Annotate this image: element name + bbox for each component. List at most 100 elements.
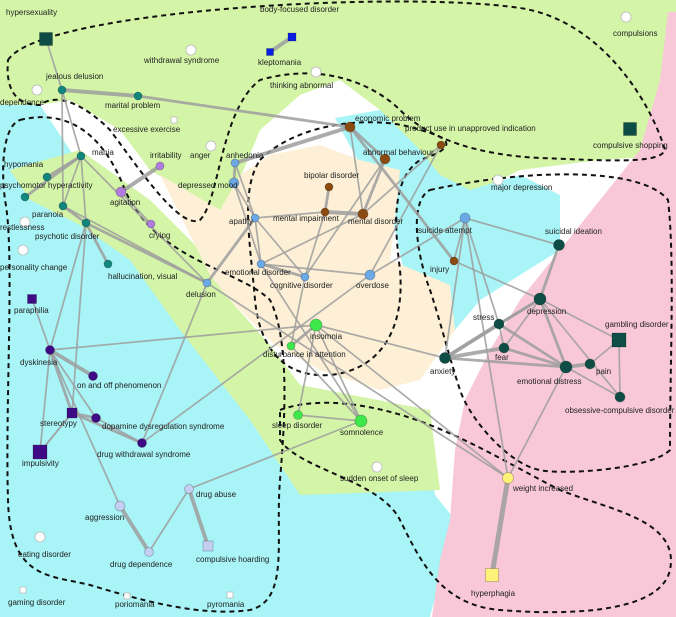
node-somnolence: somnolence: [340, 414, 384, 437]
node-label-hallucination: hallucination, visual: [108, 272, 178, 281]
edge-mania-paranoia: [62, 155, 82, 207]
node-label-abnormal-behaviour: abnormal behaviour: [363, 148, 434, 157]
node-label-on-off: on and off phenomenon: [77, 381, 161, 390]
node-marker-personality-change: [17, 244, 29, 256]
node-label-drug-abuse: drug abuse: [196, 490, 237, 499]
node-marker-withdrawal-syndrome: [185, 44, 197, 56]
edge-dyskinesia-aggression: [49, 349, 121, 507]
node-marker-compulsive-hoarding: [202, 540, 214, 552]
node-drug-dependence: drug dependence: [110, 547, 173, 569]
node-label-mental-disorder: mental disorder: [348, 217, 403, 226]
node-suicidal-ideation: suicidal ideation: [545, 227, 602, 251]
node-psychomotor: psychomotor hyperactivity: [0, 181, 92, 202]
edge-suicide_attempt-anxiety: [444, 217, 466, 359]
node-label-paranoia: paranoia: [32, 210, 64, 219]
node-marker-psychomotor: [20, 192, 30, 202]
node-marker-suicidal-ideation: [553, 239, 565, 251]
edge-dyskinesia-stereotypy: [48, 349, 74, 414]
node-label-aggression: aggression: [85, 513, 124, 522]
node-marker-suicide-attempt: [459, 212, 471, 224]
node-label-mania: mania: [92, 148, 114, 157]
node-drug-withdrawal: drug withdrawal syndrome: [97, 438, 191, 459]
node-marker-stress: [493, 318, 505, 330]
edge-anhedonia-apathy: [234, 162, 256, 219]
node-marker-psychotic-disorder: [81, 218, 91, 228]
node-paranoia: paranoia: [32, 201, 68, 219]
node-pyromania: pyromania: [207, 591, 245, 609]
node-mental-impairment: mental impairment: [273, 207, 340, 223]
node-label-thinking-abnormal: thinking abnormal: [270, 81, 333, 90]
edge-product_use-mental_disorder: [362, 144, 442, 215]
node-cognitive-disorder: cognitive disorder: [270, 272, 333, 290]
node-label-compulsions: compulsions: [613, 29, 657, 38]
node-kleptomania: kleptomania: [258, 48, 302, 67]
node-major-depression: major depression: [491, 174, 552, 192]
node-product-use: product use in unapproved indication: [405, 124, 536, 150]
node-label-depressed-mood: depressed mood: [178, 181, 238, 190]
node-label-psychotic-disorder: psychotic disorder: [35, 232, 100, 241]
edge-ocd-depression: [539, 298, 621, 398]
node-label-overdose: overdose: [356, 281, 389, 290]
edge-overdose-suicide_attempt: [369, 217, 466, 276]
edge-drug_withdrawal-delusion: [141, 282, 208, 444]
node-label-personality-change: personality change: [0, 263, 68, 272]
node-gambling-disorder: gambling disorder: [605, 320, 669, 348]
node-label-poriomania: poriomania: [115, 600, 155, 609]
node-marker-eating-disorder: [34, 531, 46, 543]
edge-suicide_attempt-suicidal_ideation: [464, 217, 560, 246]
node-label-sleep-disorder: sleep disorder: [272, 421, 323, 430]
node-label-marital-problem: marital problem: [105, 101, 160, 110]
node-marker-jealous-delusion: [57, 85, 67, 95]
edge-emotional_distress-weight_increased: [507, 366, 567, 479]
edge-paranoia-delusion: [62, 205, 208, 284]
node-economic-problem: economic problem: [344, 114, 421, 133]
edge-stereotypy-drug_withdrawal: [71, 411, 143, 445]
edge-apathy-emotional_disorder: [254, 217, 262, 265]
edge-aggression-drug_dependence: [118, 504, 151, 554]
node-depression: depression: [527, 292, 566, 316]
node-fear: fear: [495, 342, 510, 362]
node-disturbance-attention: disturbance in attention: [263, 341, 346, 359]
node-stress: stress: [473, 313, 505, 330]
edge-psychotic_disorder-stereotypy: [71, 222, 87, 414]
node-label-somnolence: somnolence: [340, 428, 384, 437]
edge-suicide_attempt-stress: [464, 217, 500, 325]
node-label-dyskinesia: dyskinesia: [20, 358, 58, 367]
node-label-delusion: delusion: [186, 290, 216, 299]
node-label-body-focused: body-focused disorder: [260, 5, 339, 14]
node-marker-irritability: [155, 161, 165, 171]
node-marker-weight-increased: [502, 472, 514, 484]
node-label-pain: pain: [596, 367, 611, 376]
node-personality-change: personality change: [0, 244, 68, 272]
edge-cognitive_disorder-disturbance_attention: [290, 276, 306, 347]
node-marker-stereotypy: [66, 407, 78, 419]
node-label-restlessness: restlessness: [0, 223, 44, 232]
node-apathy: apathy: [229, 213, 260, 226]
edge-jealous_delusion-mania: [61, 89, 82, 157]
node-marker-poriomania: [123, 592, 131, 600]
node-label-product-use: product use in unapproved indication: [405, 124, 536, 133]
node-label-compulsive-hoarding: compulsive hoarding: [196, 555, 269, 564]
edge-injury-depression: [453, 260, 541, 300]
edge-emotional_disorder-cognitive_disorder: [260, 262, 306, 279]
node-marker-on-off: [88, 371, 98, 381]
node-marker-anxiety: [439, 352, 451, 364]
node-label-paraphilia: paraphilia: [14, 306, 49, 315]
node-crying: crying: [146, 219, 170, 240]
node-label-pyromania: pyromania: [207, 600, 245, 609]
node-marker-insomnia: [309, 318, 323, 332]
node-label-impulsivity: impulsivity: [22, 459, 59, 468]
node-marker-somnolence: [354, 414, 368, 428]
node-psychotic-disorder: psychotic disorder: [35, 218, 100, 241]
node-label-crying: crying: [149, 231, 170, 240]
edge-mental_impairment-mental_disorder: [324, 210, 364, 216]
node-thinking-abnormal: thinking abnormal: [270, 66, 333, 90]
node-marker-body-focused: [287, 32, 297, 42]
edge-suicidal_ideation-depression: [538, 244, 561, 300]
node-label-stress: stress: [473, 313, 494, 322]
node-on-off: on and off phenomenon: [77, 371, 161, 390]
node-marker-anger: [205, 140, 217, 152]
node-anhedonia: anhedonia: [226, 151, 264, 168]
